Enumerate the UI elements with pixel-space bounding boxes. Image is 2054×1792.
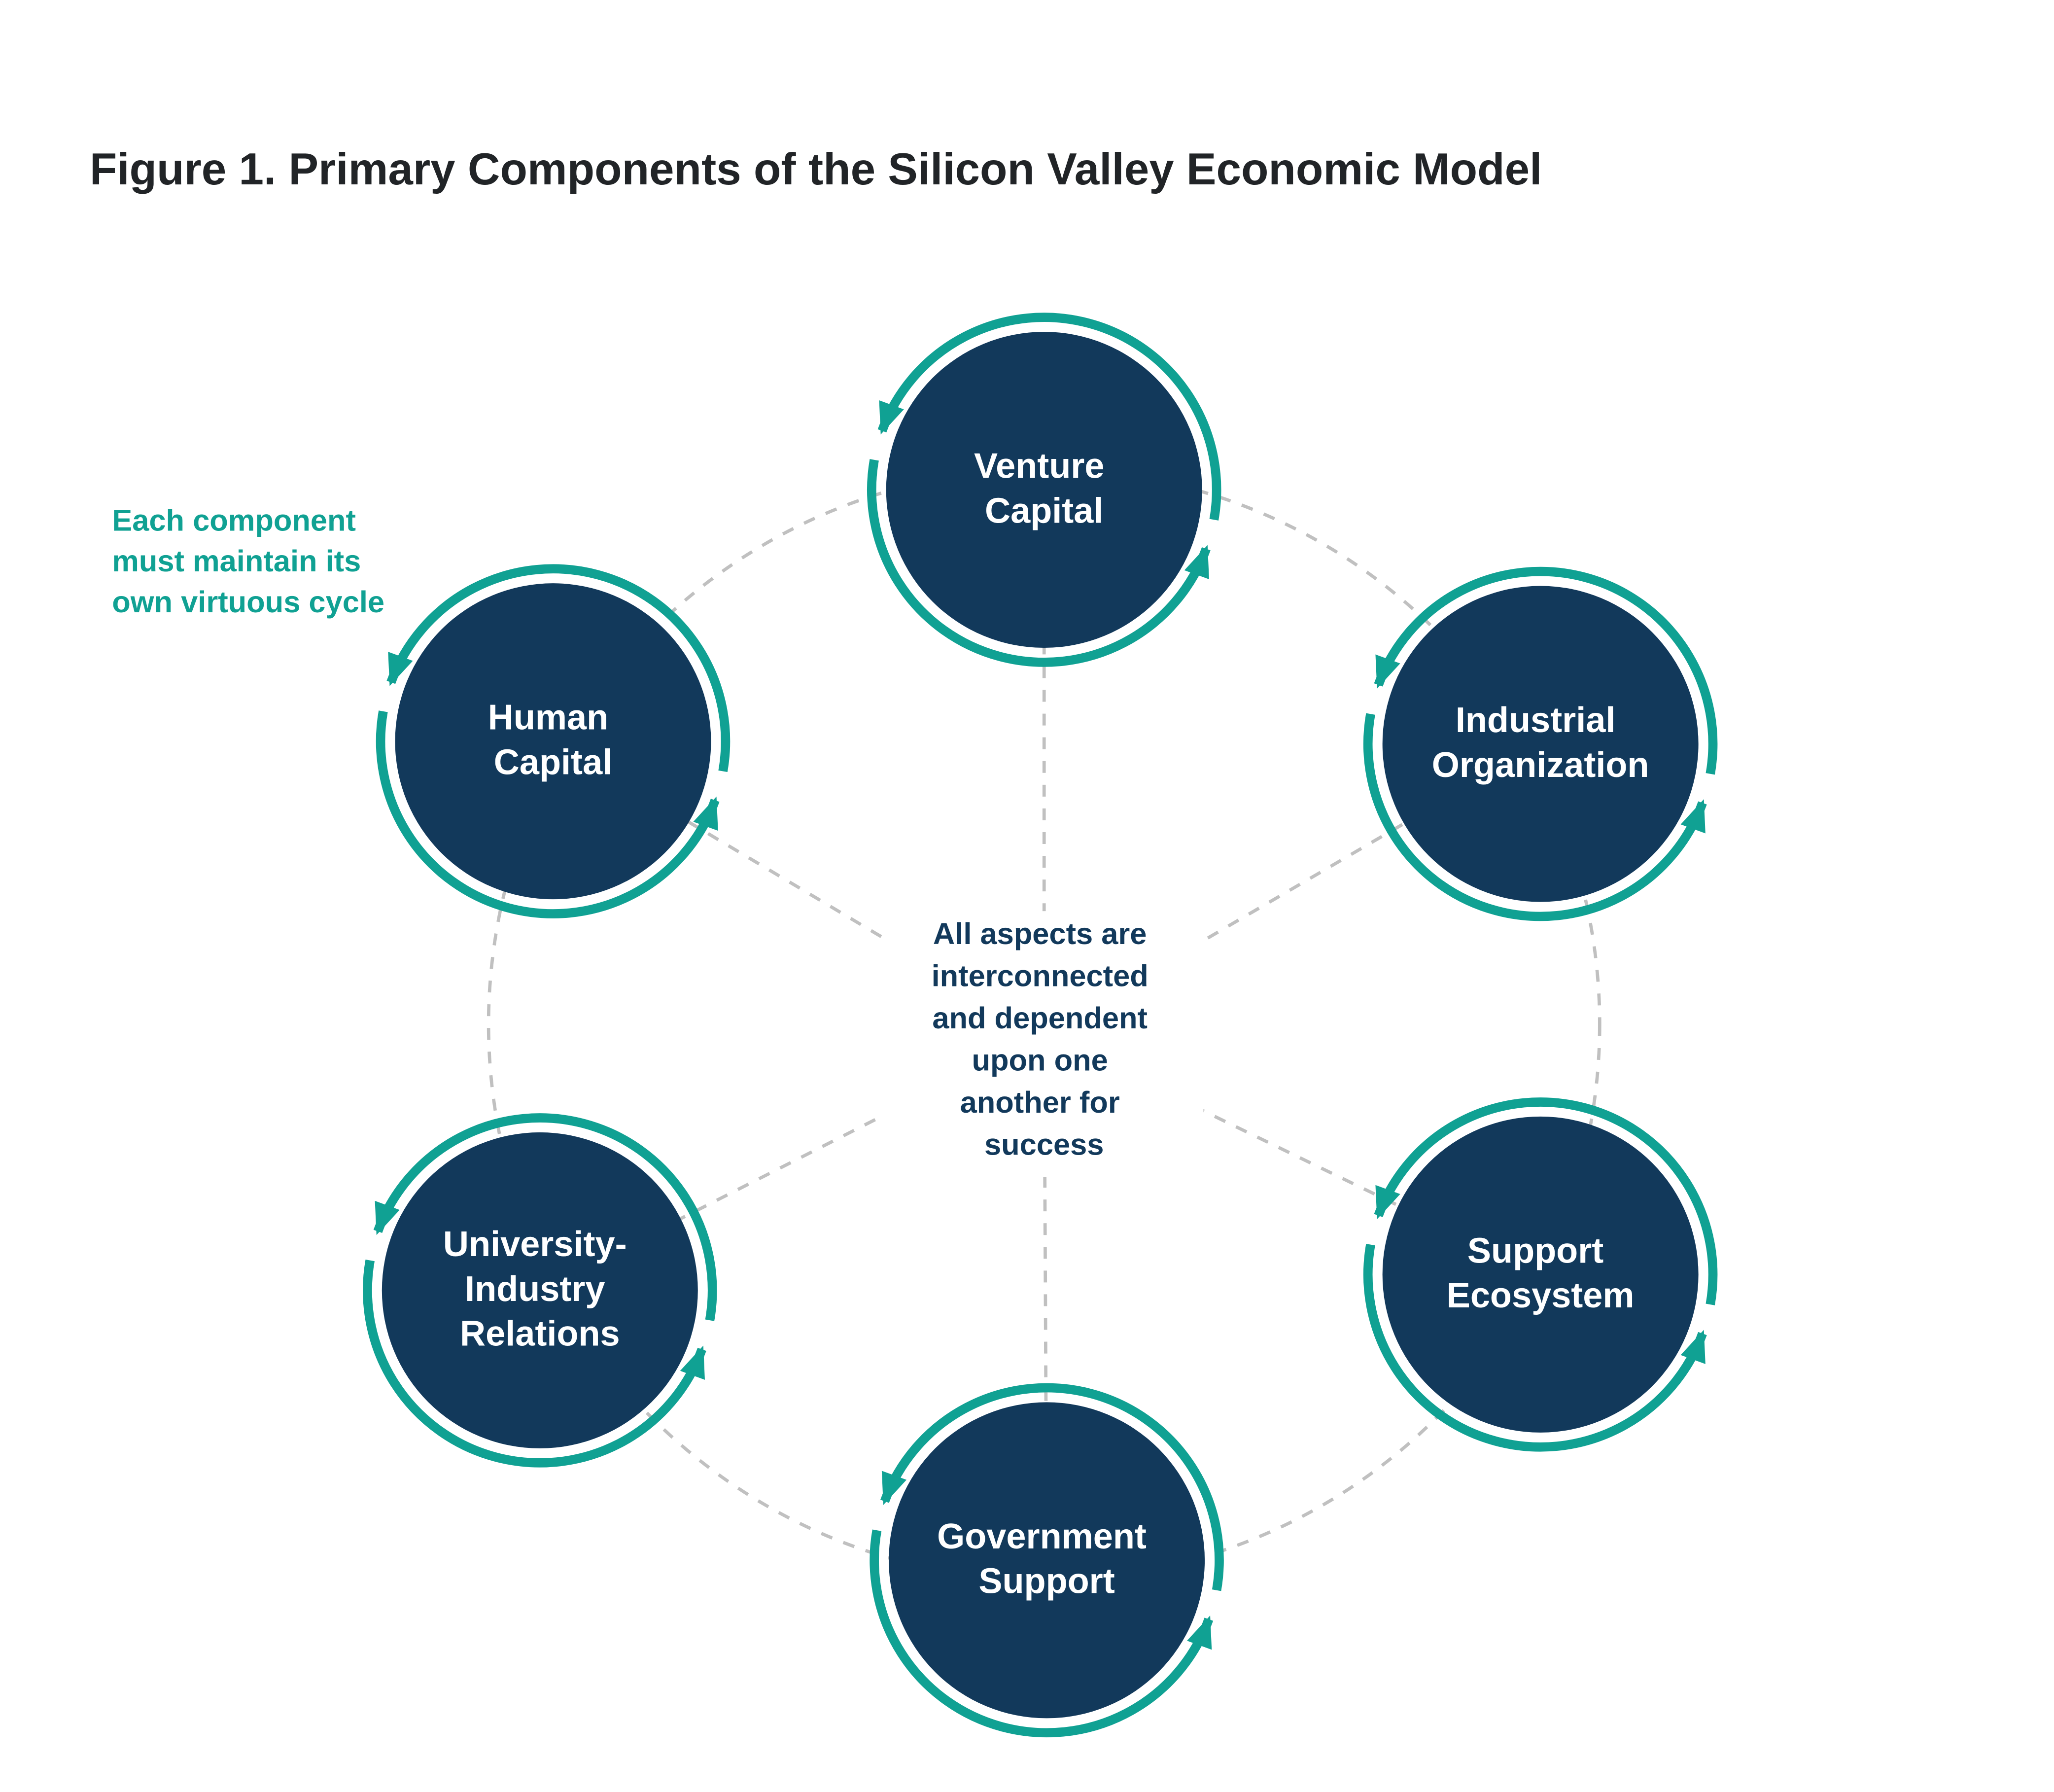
cycle-arrow-top (1374, 1097, 1718, 1305)
node-label: Support Ecosystem (1447, 1231, 1635, 1315)
node-human-capital: Human Capital (376, 564, 731, 918)
node-label-line: Support (978, 1562, 1114, 1601)
node-circle (1382, 1116, 1699, 1433)
center-note: All aspects are interconnected and depen… (932, 917, 1157, 1161)
node-label-line: Industry (465, 1269, 605, 1309)
node-label: Government Support (937, 1517, 1156, 1601)
annotation-line: own virtuous cycle (112, 585, 384, 619)
cycle-arrow-top (386, 564, 731, 773)
node-government-support: Government Support (870, 1383, 1224, 1738)
center-note-line: interconnected (932, 959, 1149, 993)
node-label-line: Government (937, 1517, 1147, 1556)
cycle-arrow-top (877, 313, 1221, 521)
center-note-line: success (984, 1127, 1104, 1161)
spoke-government-support (1042, 1033, 1048, 1560)
annotation-virtuous-cycle: Each component must maintain its own vir… (112, 503, 384, 619)
cycle-arrow-top (373, 1113, 717, 1321)
annotation-line: Each component (112, 503, 356, 537)
figure-title: Figure 1. Primary Components of the Sili… (90, 144, 1542, 194)
node-label-line: Capital (494, 742, 612, 782)
node-label-line: Capital (985, 491, 1103, 530)
center-note-background (885, 911, 1204, 1177)
node-label-line: University- (443, 1225, 627, 1264)
node-label-line: Venture (974, 447, 1104, 486)
node-circle (1382, 586, 1699, 902)
cycle-arrow-bottom (376, 710, 720, 918)
center-note-line: All aspects are (933, 917, 1147, 951)
node-circle (889, 1402, 1205, 1719)
cycle-arrow-bottom (363, 1260, 706, 1468)
node-label-line: Industrial (1456, 701, 1616, 740)
node-label-line: Organization (1432, 745, 1649, 785)
cycle-arrow-top (880, 1383, 1224, 1591)
center-note-line: another for (960, 1086, 1120, 1120)
cycle-arrow-top (1374, 566, 1718, 775)
node-circle (886, 332, 1202, 648)
node-label: Human Capital (488, 698, 618, 782)
cycle-arrow-bottom (870, 1529, 1214, 1738)
node-label-line: Ecosystem (1447, 1276, 1635, 1315)
node-label: Venture Capital (974, 447, 1114, 531)
annotation-line: must maintain its (112, 544, 361, 578)
node-industrial-organization: Industrial Organization (1363, 566, 1718, 921)
node-support-ecosystem: Support Ecosystem (1363, 1097, 1718, 1452)
center-note-line: upon one (972, 1043, 1108, 1077)
node-label: University- Industry Relations (443, 1225, 637, 1354)
node-circle (382, 1132, 698, 1448)
node-circle (395, 583, 711, 900)
node-university-industry-relations: University- Industry Relations (363, 1113, 717, 1468)
cycle-arrow-bottom (867, 459, 1211, 667)
node-label-line: Human (488, 698, 608, 738)
center-note-line: and dependent (932, 1001, 1148, 1035)
node-label: Industrial Organization (1432, 701, 1649, 785)
node-venture-capital: Venture Capital (867, 313, 1221, 667)
cycle-arrow-bottom (1363, 713, 1707, 921)
cycle-arrow-bottom (1363, 1243, 1707, 1452)
node-label-line: Support (1467, 1231, 1603, 1270)
node-label-line: Relations (460, 1314, 620, 1354)
